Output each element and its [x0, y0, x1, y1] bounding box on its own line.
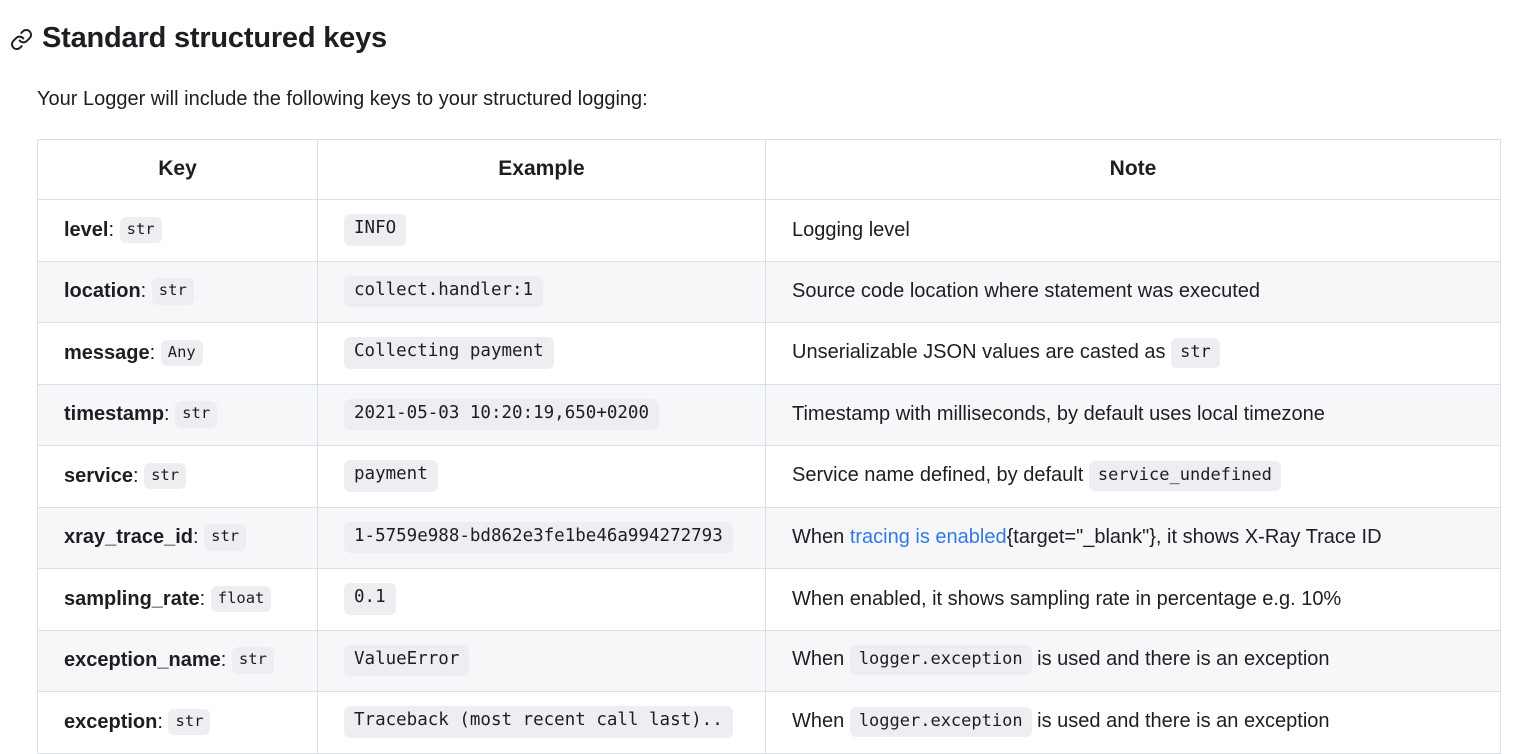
note-code-chip: str — [1171, 337, 1220, 368]
example-code: INFO — [344, 214, 407, 246]
note-text: Source code location where statement was… — [792, 280, 1261, 303]
key-name: sampling_rate — [64, 587, 200, 610]
key-name: level — [64, 218, 109, 241]
example-code: 2021-05-03 10:20:19,650+0200 — [344, 398, 660, 430]
key-cell: service: str — [37, 445, 318, 508]
table-header: Key Example Note — [37, 139, 1501, 200]
key-name: exception_name — [64, 649, 221, 671]
intro-paragraph: Your Logger will include the following k… — [37, 88, 648, 110]
note-text-suffix: is used and there is an exception — [1037, 648, 1330, 671]
note-text-suffix: {target="_blank"}, it shows X-Ray Trace … — [1006, 526, 1382, 549]
note-text-suffix: is used and there is an exception — [1037, 709, 1330, 732]
key-cell: timestamp: str — [37, 383, 318, 446]
table-row: exception_name: str ValueError When logg… — [37, 629, 1501, 692]
note-text: Unserializable JSON values are casted as — [792, 340, 1166, 363]
key-name: service — [64, 464, 133, 487]
example-cell: INFO — [317, 199, 766, 262]
table-row: service: str payment Service name define… — [37, 445, 1501, 508]
note-cell: Logging level — [765, 199, 1501, 262]
note-cell: When logger.exception is used and there … — [765, 691, 1501, 754]
key-type-chip: str — [204, 524, 247, 551]
example-code: ValueError — [344, 644, 470, 676]
note-cell: Timestamp with milliseconds, by default … — [765, 383, 1501, 446]
example-cell: 0.1 — [317, 568, 766, 631]
table-row: location: str collect.handler:1 Source c… — [37, 260, 1501, 323]
page-title: Standard structured keys — [0, 0, 1521, 58]
key-cell: sampling_rate: float — [37, 568, 318, 631]
column-header-example: Example — [317, 139, 766, 200]
link-anchor-icon[interactable] — [10, 28, 33, 51]
note-cell: Source code location where statement was… — [765, 260, 1501, 323]
note-code-chip: service_undefined — [1088, 460, 1281, 491]
key-type-chip: str — [175, 401, 218, 428]
note-text: Logging level — [792, 218, 910, 241]
key-cell: message: Any — [37, 322, 318, 385]
note-cell: Unserializable JSON values are casted as… — [765, 322, 1501, 385]
tracing-is-enabled-link[interactable]: tracing is enabled — [849, 526, 1007, 549]
example-code: Collecting payment — [344, 337, 554, 369]
key-cell: xray_trace_id: str — [37, 506, 318, 569]
table-row: timestamp: str 2021-05-03 10:20:19,650+0… — [37, 383, 1501, 446]
table-row: sampling_rate: float 0.1 When enabled, i… — [37, 568, 1501, 631]
note-text-prefix: When — [792, 526, 850, 549]
key-type-chip: Any — [160, 339, 203, 366]
key-cell: level: str — [37, 199, 318, 262]
key-type-chip: str — [144, 462, 187, 489]
key-type-chip: float — [210, 585, 272, 612]
note-text: Service name defined, by default — [792, 463, 1084, 486]
note-cell: When logger.exception is used and there … — [765, 629, 1501, 692]
key-type-chip: str — [119, 216, 162, 243]
example-code: payment — [344, 460, 438, 492]
example-code: 0.1 — [344, 583, 396, 615]
example-cell: Traceback (most recent call last).. — [317, 691, 766, 754]
note-text-prefix: When — [792, 648, 845, 671]
key-cell: exception: str — [37, 691, 318, 754]
key-cell: exception_name: str — [37, 629, 318, 692]
key-name: location — [64, 280, 141, 302]
example-cell: Collecting payment — [317, 322, 766, 385]
example-cell: collect.handler:1 — [317, 260, 766, 323]
table-row: xray_trace_id: str 1-5759e988-bd862e3fe1… — [37, 506, 1501, 569]
table-header-row: Key Example Note — [37, 139, 1501, 200]
table-body: level: str INFO Logging level location: … — [37, 199, 1501, 754]
column-header-key: Key — [37, 139, 318, 200]
key-name: message — [64, 341, 150, 364]
key-name: xray_trace_id — [64, 526, 193, 548]
example-cell: ValueError — [317, 629, 766, 692]
table-row: exception: str Traceback (most recent ca… — [37, 691, 1501, 754]
page-title-text: Standard structured keys — [42, 22, 387, 54]
example-cell: 1-5759e988-bd862e3fe1be46a994272793 — [317, 506, 766, 569]
key-name: timestamp — [64, 403, 165, 425]
example-code: 1-5759e988-bd862e3fe1be46a994272793 — [344, 521, 733, 553]
note-text: When enabled, it shows sampling rate in … — [792, 587, 1342, 610]
key-type-chip: str — [151, 278, 194, 305]
table-row: level: str INFO Logging level — [37, 199, 1501, 262]
note-text-prefix: When — [792, 709, 845, 732]
example-cell: payment — [317, 445, 766, 508]
key-cell: location: str — [37, 260, 318, 323]
note-cell: Service name defined, by default service… — [765, 445, 1501, 508]
example-cell: 2021-05-03 10:20:19,650+0200 — [317, 383, 766, 446]
table-row: message: Any Collecting payment Unserial… — [37, 322, 1501, 385]
note-cell: When tracing is enabled{target="_blank"}… — [765, 506, 1501, 569]
note-cell: When enabled, it shows sampling rate in … — [765, 568, 1501, 631]
note-code-chip: logger.exception — [849, 645, 1032, 676]
standard-structured-keys-table: Key Example Note level: str INFO Logging… — [37, 139, 1501, 754]
note-text: Timestamp with milliseconds, by default … — [792, 403, 1325, 426]
column-header-note: Note — [765, 139, 1501, 200]
example-code: collect.handler:1 — [344, 275, 544, 307]
keys-table-container: Key Example Note level: str INFO Logging… — [0, 113, 1521, 754]
key-type-chip: str — [231, 647, 274, 674]
